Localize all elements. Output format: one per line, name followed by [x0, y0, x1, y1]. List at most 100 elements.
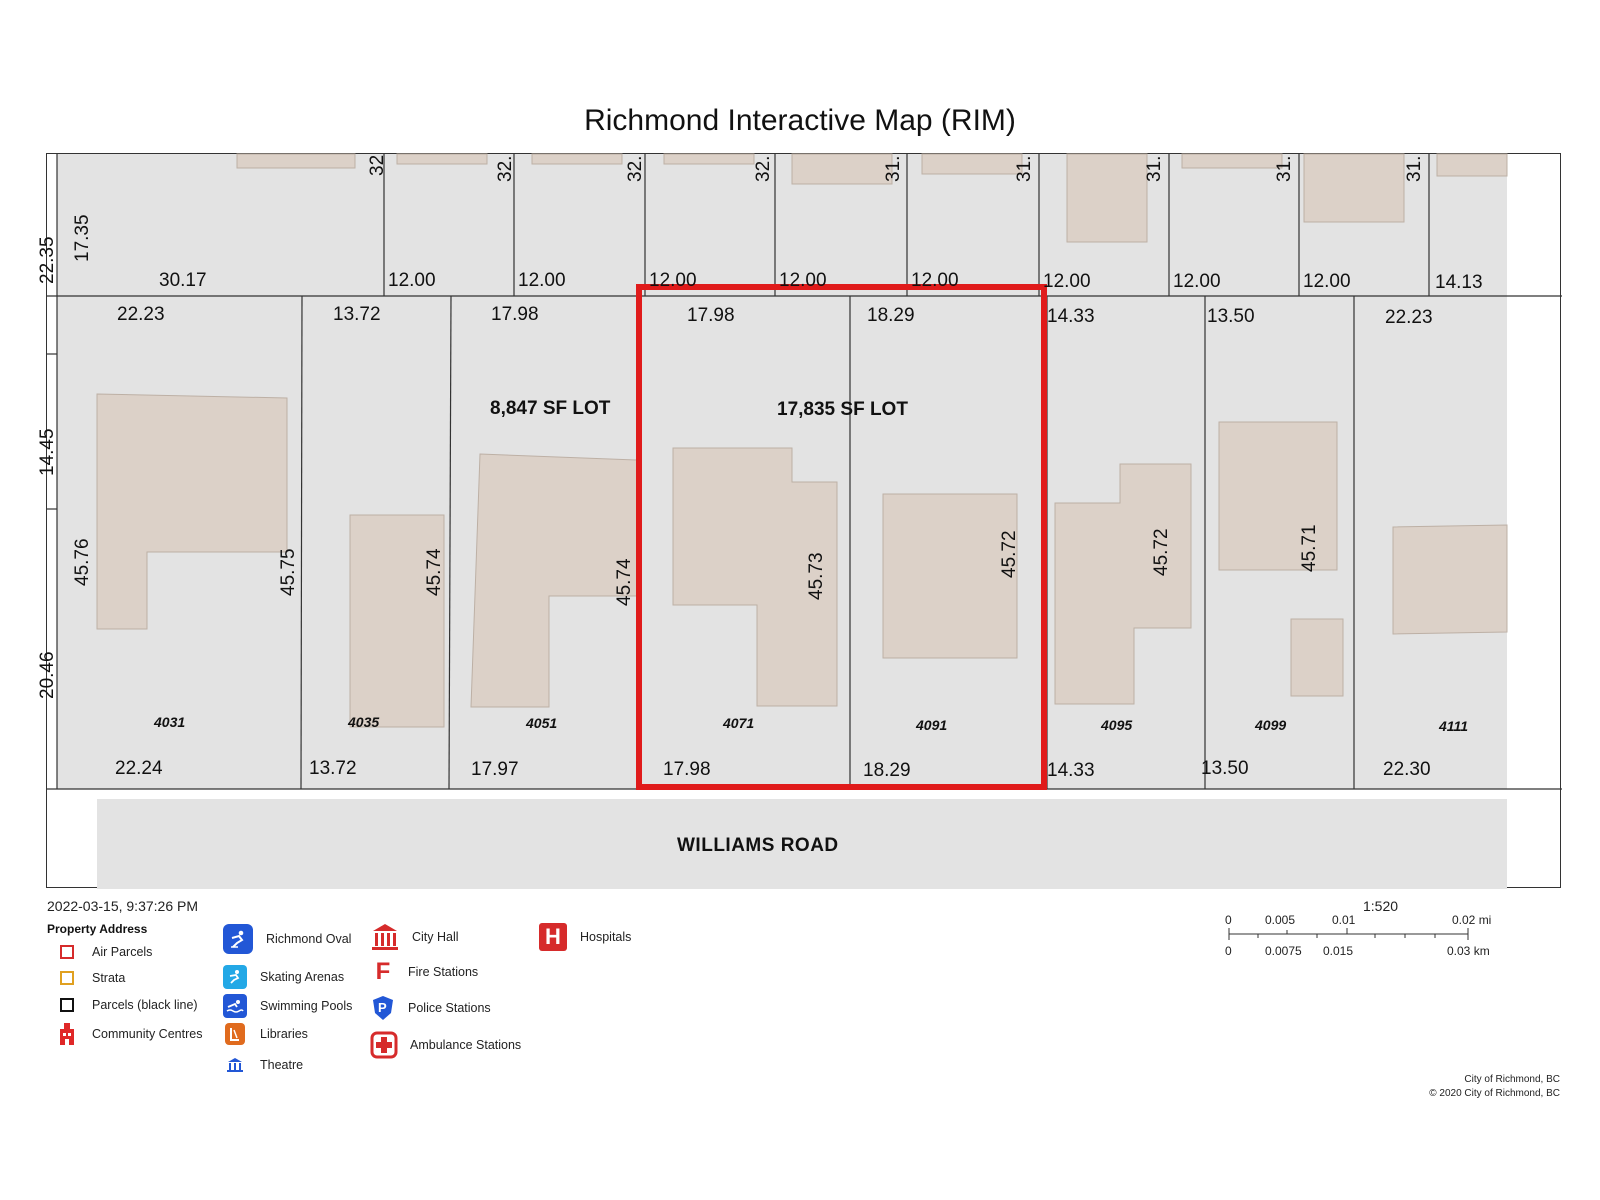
- scale-bar: 0 0.005 0.01 0.02 mi 0 0.0075 0.015 0.03…: [1225, 913, 1491, 958]
- lot-size-label-8847: 8,847 SF LOT: [490, 398, 611, 419]
- city-hall-icon: [370, 922, 400, 952]
- swimmer-icon: [222, 994, 248, 1018]
- top-width-8: 12.00: [1173, 271, 1221, 292]
- back-width-4035: 13.72: [309, 758, 357, 779]
- left-dim-1: 17.35: [72, 214, 93, 262]
- map-canvas[interactable]: 30.17 12.00 12.00 12.00 12.00 12.00 12.0…: [37, 153, 1562, 889]
- legend-label: Richmond Oval: [266, 932, 352, 946]
- top-depth-2: 32.: [495, 156, 516, 182]
- legend-label: Theatre: [260, 1058, 304, 1072]
- depth-4071-4091: 45.73: [806, 552, 827, 600]
- address-4095[interactable]: 4095: [1100, 717, 1132, 733]
- legend-label: Swimming Pools: [260, 999, 353, 1013]
- orange-square-outline-icon: [54, 966, 80, 990]
- legend-label: Community Centres: [92, 1027, 203, 1041]
- address-labels: 4031 4035 4051 4071 4091 4095 4099 4111: [153, 714, 1468, 734]
- address-4111[interactable]: 4111: [1438, 718, 1468, 734]
- address-4091[interactable]: 4091: [915, 717, 947, 733]
- legend-label: City Hall: [412, 930, 459, 944]
- scale-km-0015: 0.015: [1323, 944, 1353, 958]
- building-top-3: [531, 153, 623, 165]
- top-depth-5: 31.: [883, 156, 904, 182]
- left-edge-labels: 17.35 22.35 14.45 45.76 20.46: [37, 214, 93, 699]
- legend-label: Hospitals: [580, 930, 632, 944]
- legend-label: Skating Arenas: [260, 970, 345, 984]
- top-width-5: 12.00: [779, 270, 827, 291]
- depth-4031-4035: 45.75: [278, 548, 299, 596]
- highlighted-lot-outline[interactable]: [636, 284, 1047, 790]
- address-4071[interactable]: 4071: [722, 715, 754, 731]
- legend-item-city-hall: City Hall: [370, 922, 459, 952]
- legend-item-strata: Strata: [54, 966, 125, 990]
- depth-4051-4071: 45.74: [614, 558, 635, 606]
- address-4035[interactable]: 4035: [347, 714, 379, 730]
- legend-label: Libraries: [260, 1027, 308, 1041]
- lot-depth-labels: 45.75 45.74 45.74 45.73 45.72 45.72 45.7…: [278, 524, 1320, 606]
- building-top-1: [236, 153, 356, 169]
- top-width-7: 12.00: [1043, 271, 1091, 292]
- lot-front-labels: 22.23 13.72 17.98 17.98 18.29 14.33 13.5…: [117, 304, 1433, 328]
- front-width-4035: 13.72: [333, 304, 381, 325]
- library-icon: [222, 1022, 248, 1046]
- building-top-2: [396, 153, 488, 165]
- top-width-10: 14.13: [1435, 272, 1483, 293]
- legend-item-richmond-oval: Richmond Oval: [222, 924, 352, 954]
- legend-label: Parcels (black line): [92, 998, 198, 1012]
- address-4099[interactable]: 4099: [1254, 717, 1286, 733]
- address-4051[interactable]: 4051: [525, 715, 557, 731]
- address-4031[interactable]: 4031: [153, 714, 185, 730]
- top-row-buildings: [236, 153, 1508, 243]
- front-width-4091: 18.29: [867, 305, 915, 326]
- building-4111: [1392, 524, 1508, 635]
- red-square-outline-icon: [54, 940, 80, 964]
- building-top-5: [791, 153, 893, 185]
- depth-4095-4099: 45.72: [1151, 528, 1172, 576]
- back-width-4111: 22.30: [1383, 759, 1431, 780]
- scale-mi-002: 0.02 mi: [1452, 913, 1491, 927]
- top-width-3: 12.00: [518, 270, 566, 291]
- front-width-4051: 17.98: [491, 304, 539, 325]
- fire-station-icon: F: [375, 958, 391, 985]
- theatre-icon: [222, 1053, 248, 1077]
- building-4095: [1054, 463, 1192, 705]
- scale-mi-001: 0.01: [1332, 913, 1356, 927]
- back-width-4099: 13.50: [1201, 758, 1249, 779]
- hospital-icon: H: [538, 922, 568, 952]
- left-dim-2: 22.35: [37, 236, 58, 284]
- legend-item-swimming-pools: Swimming Pools: [222, 994, 352, 1018]
- left-dim-5: 20.46: [37, 651, 58, 699]
- building-4031: [96, 393, 288, 630]
- legend-label: Air Parcels: [92, 945, 153, 959]
- legend-item-parcels: Parcels (black line): [54, 993, 198, 1017]
- lot-back-labels: 22.24 13.72 17.97 17.98 18.29 14.33 13.5…: [115, 758, 1431, 781]
- legend-title: Property Address: [47, 922, 148, 936]
- credit-line-2: © 2020 City of Richmond, BC: [1429, 1088, 1560, 1099]
- legend-item-theatre: Theatre: [222, 1053, 303, 1077]
- front-width-4031: 22.23: [117, 304, 165, 325]
- map-credit: City of Richmond, BC © 2020 City of Rich…: [1429, 1073, 1560, 1101]
- legend-item-ambulance-stations: Ambulance Stations: [370, 1031, 522, 1059]
- back-width-4071: 17.98: [663, 759, 711, 780]
- front-width-4099: 13.50: [1207, 306, 1255, 327]
- credit-line-1: City of Richmond, BC: [1464, 1074, 1560, 1085]
- svg-text:P: P: [378, 1000, 387, 1015]
- building-top-8: [1181, 153, 1283, 169]
- front-width-4071: 17.98: [687, 305, 735, 326]
- legend-label: Ambulance Stations: [410, 1038, 522, 1052]
- front-width-4111: 22.23: [1385, 307, 1433, 328]
- back-width-4051: 17.97: [471, 759, 519, 780]
- building-top-7: [1066, 153, 1148, 243]
- top-row-depth-labels: 32 32. 32. 32. 31. 31. 31. 31. 31.: [367, 155, 1425, 182]
- skating-icon: [222, 965, 248, 989]
- scale-km-0: 0: [1225, 944, 1232, 958]
- back-width-4031: 22.24: [115, 758, 163, 779]
- left-dim-3: 14.45: [37, 428, 58, 476]
- legend-label: Police Stations: [408, 1001, 491, 1015]
- top-width-6: 12.00: [911, 270, 959, 291]
- building-4091: [882, 493, 1018, 659]
- legend-item-fire-stations: F Fire Stations: [370, 958, 479, 985]
- top-depth-4: 32.: [753, 156, 774, 182]
- map-timestamp: 2022-03-15, 9:37:26 PM: [47, 898, 198, 914]
- parcel-map: 30.17 12.00 12.00 12.00 12.00 12.00 12.0…: [37, 153, 1562, 889]
- legend-item-community-centres: Community Centres: [54, 1022, 202, 1046]
